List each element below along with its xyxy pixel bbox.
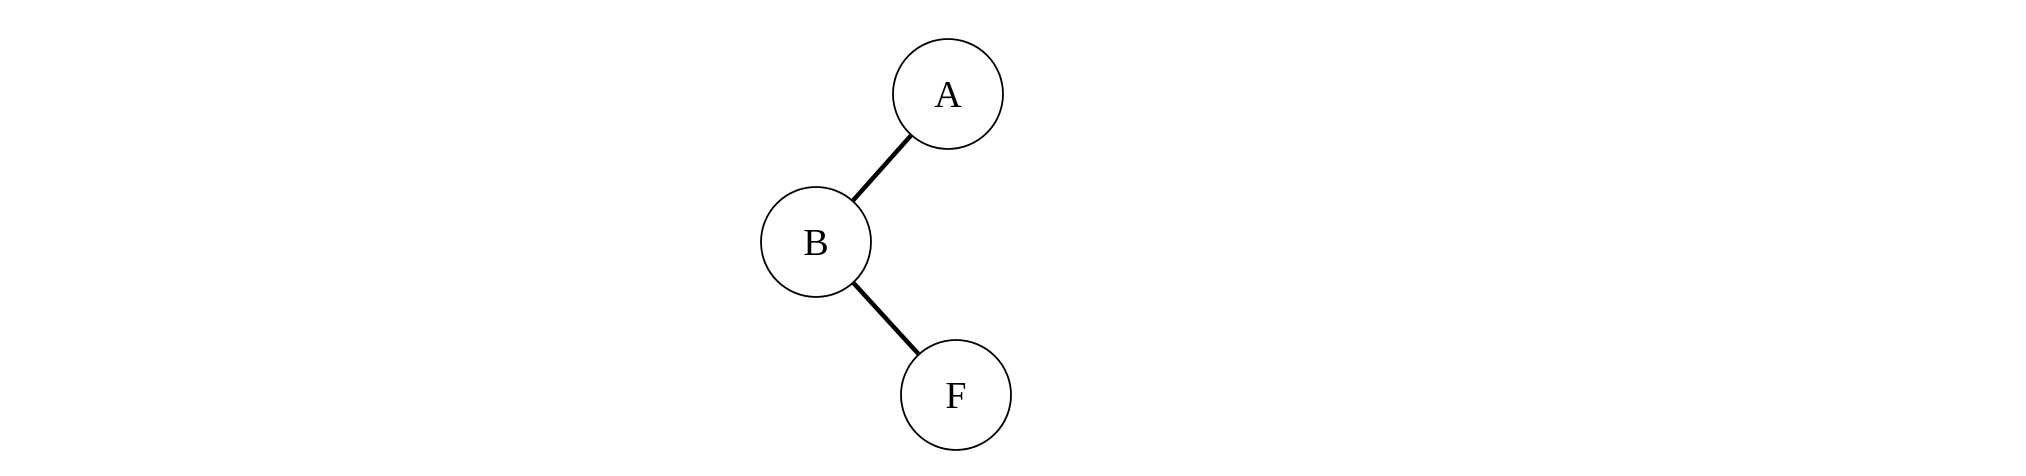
node-circle-a[interactable] [892, 38, 1004, 150]
node-label-a: A [934, 74, 962, 116]
graph-node-f[interactable]: F [900, 339, 1012, 451]
node-label-b: B [803, 222, 828, 264]
graph-node-a[interactable]: A [892, 38, 1004, 150]
node-layer: A B F [760, 38, 1012, 451]
node-circle-b[interactable] [760, 186, 872, 298]
graph-edge-b-f [851, 281, 921, 356]
graph-node-b[interactable]: B [760, 186, 872, 298]
node-label-f: F [945, 375, 966, 417]
edge-layer [850, 133, 921, 356]
node-circle-f[interactable] [900, 339, 1012, 451]
graph-edge-b-a [850, 133, 914, 203]
